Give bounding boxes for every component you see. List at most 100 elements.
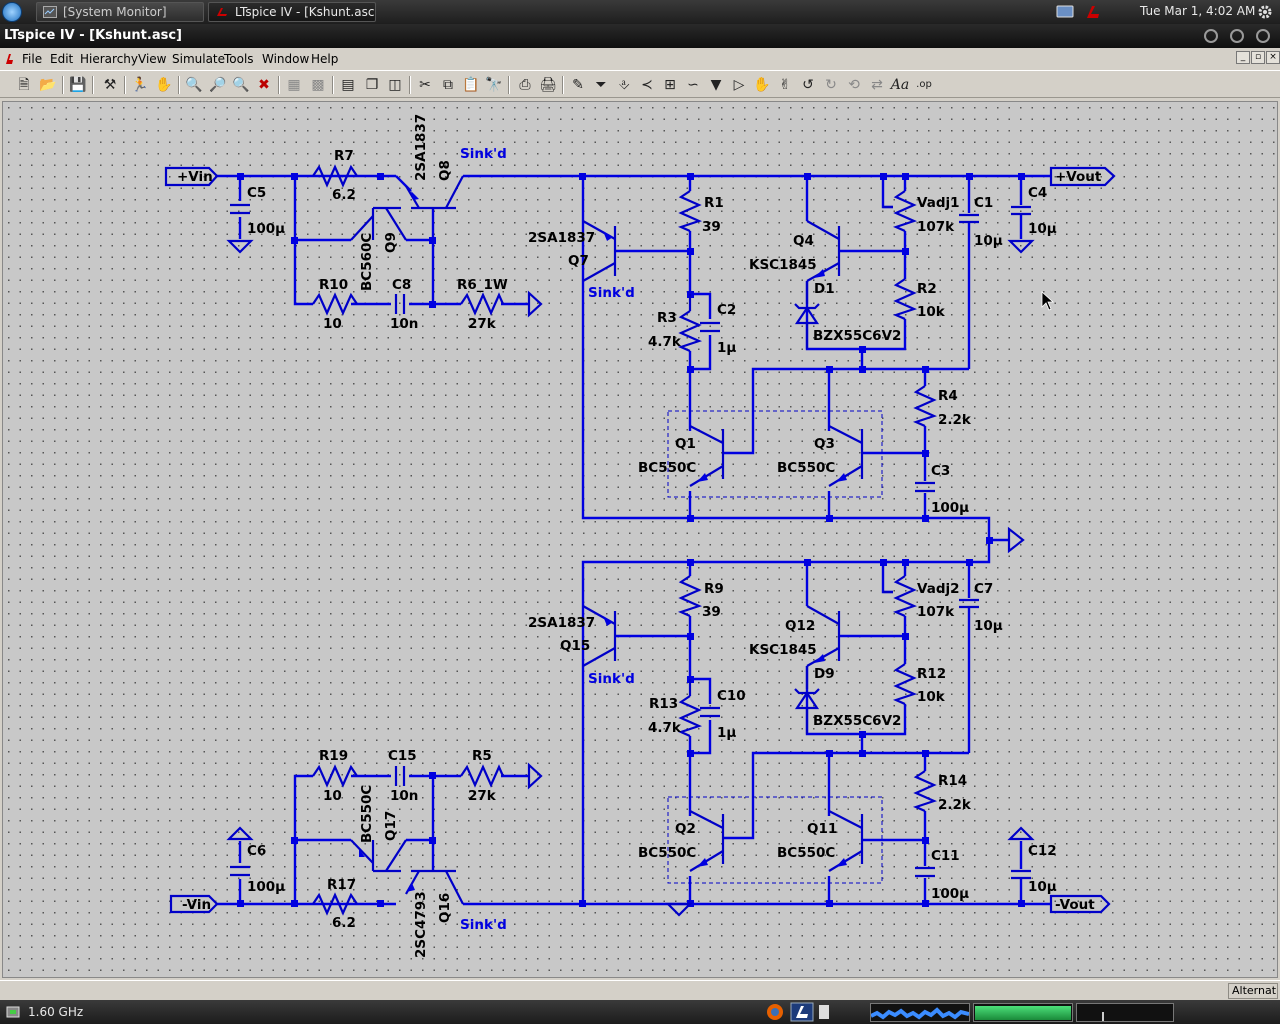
firefox-launcher-icon[interactable] — [764, 1002, 786, 1022]
cascade-icon[interactable]: ❐ — [365, 77, 379, 93]
control-panel-icon[interactable]: ⚒ — [103, 77, 117, 93]
menu-help[interactable]: Help — [311, 52, 339, 66]
rotate-icon[interactable]: ⟲ — [848, 77, 860, 93]
ground-icon[interactable]: ⏷ — [595, 77, 607, 93]
minimize-button[interactable] — [1204, 29, 1218, 43]
svg-text:39: 39 — [702, 219, 721, 235]
component-icon[interactable]: ▷ — [733, 77, 745, 93]
drag-icon[interactable]: ✌ — [779, 77, 791, 93]
schematic-drawing[interactable]: +Vin +Vout -Vin -Vout — [2, 101, 1278, 978]
mdi-minimize-button[interactable]: _ — [1236, 51, 1250, 64]
toolbar-separator — [92, 76, 94, 94]
net-flag-vin-pos[interactable]: +Vin — [164, 166, 219, 187]
svg-text:R17: R17 — [327, 877, 356, 893]
diode-icon[interactable]: ▼ — [710, 77, 722, 93]
cpu-freq-icon[interactable] — [4, 1004, 22, 1020]
new-schematic-icon[interactable]: 🗎 — [18, 77, 30, 93]
taskbar-item-ltspice[interactable]: LTspice IV - [Kshunt.asc] — [208, 2, 376, 22]
cut-icon[interactable]: ✂ — [419, 77, 431, 93]
menu-hierarchy[interactable]: Hierarchy — [80, 52, 139, 66]
distro-menu-icon[interactable] — [2, 2, 22, 22]
ltspice-launcher-icon[interactable] — [790, 1002, 814, 1022]
print-setup-icon[interactable]: ⎙ — [519, 77, 531, 93]
transistors[interactable] — [350, 175, 864, 905]
sink-label-q7: Sink'd — [588, 285, 635, 301]
taskbar-item-system-monitor[interactable]: [System Monitor] — [36, 2, 204, 22]
matched-pair-box-lower — [667, 796, 883, 884]
capacitor-icon[interactable]: ⊞ — [664, 77, 676, 93]
net-flag-vout-pos[interactable]: +Vout — [1049, 166, 1116, 187]
wire-icon[interactable]: ✎ — [572, 77, 584, 93]
svg-text:D9: D9 — [814, 666, 835, 682]
resistors[interactable] — [312, 164, 938, 916]
menu-tools[interactable]: Tools — [224, 52, 254, 66]
ltspice-icon — [217, 8, 227, 16]
inductor-icon[interactable]: ∽ — [687, 77, 699, 93]
svg-text:100µ: 100µ — [247, 221, 285, 237]
svg-text:R6_1W: R6_1W — [457, 277, 508, 293]
open-icon[interactable]: 📂 — [39, 77, 57, 93]
paste-icon[interactable]: 📋 — [462, 77, 480, 93]
svg-text:2SA1837: 2SA1837 — [528, 230, 595, 246]
halt-icon[interactable]: ✋ — [155, 77, 173, 93]
schematic-canvas[interactable]: +Vin +Vout -Vin -Vout — [2, 101, 1278, 978]
clock[interactable]: Tue Mar 1, 4:02 AM — [1140, 4, 1256, 18]
svg-text:BC550C: BC550C — [777, 460, 835, 476]
copy-icon[interactable]: ⧉ — [443, 77, 453, 93]
spice-directive-icon[interactable]: .op — [916, 79, 932, 90]
toolbar: 🗎 📂 💾 ⚒ 🏃 ✋ 🔍 🔎 🔍 ✖ ▦ ▩ ▤ ❐ ◫ ✂ ⧉ 📋 🔭 ⎙ … — [0, 70, 1280, 98]
menu-edit[interactable]: Edit — [50, 52, 74, 66]
svg-text:-Vin: -Vin — [182, 897, 211, 913]
text-icon[interactable]: Aa — [890, 77, 910, 93]
svg-text:Q1: Q1 — [675, 436, 696, 452]
maximize-button[interactable] — [1230, 29, 1244, 43]
undo-icon[interactable]: ↺ — [802, 77, 814, 93]
document-launcher-icon[interactable] — [818, 1004, 830, 1020]
save-icon[interactable]: 💾 — [69, 77, 87, 93]
capacitors[interactable] — [230, 203, 1031, 880]
svg-text:Q9: Q9 — [383, 232, 399, 253]
run-icon[interactable]: 🏃 — [131, 77, 149, 93]
svg-text:4.7k: 4.7k — [648, 720, 682, 736]
tile-vertical-icon[interactable]: ◫ — [388, 77, 402, 93]
menu-view[interactable]: View — [138, 52, 167, 66]
mdi-close-button[interactable]: × — [1266, 51, 1280, 64]
ltspice-tray-icon[interactable] — [1084, 3, 1102, 21]
svg-text:C3: C3 — [931, 463, 950, 479]
zoom-out-icon[interactable]: 🔍 — [232, 77, 250, 93]
app-menu-icon[interactable] — [4, 52, 14, 66]
menu-window[interactable]: Window — [262, 52, 310, 66]
redo-icon[interactable]: ↻ — [825, 77, 837, 93]
zener-diodes[interactable] — [794, 281, 820, 734]
svg-text:R13: R13 — [649, 696, 678, 712]
menu-file[interactable]: File — [22, 52, 43, 66]
find-icon[interactable]: 🔭 — [485, 77, 503, 93]
move-icon[interactable]: ✋ — [753, 77, 771, 93]
display-tray-icon[interactable] — [1056, 3, 1074, 21]
net-flag-vin-neg[interactable]: -Vin — [169, 894, 219, 914]
close-button[interactable] — [1256, 29, 1270, 43]
svg-text:C5: C5 — [247, 185, 266, 201]
autorange-icon[interactable]: ▦ — [287, 77, 301, 93]
label-net-icon[interactable]: ⎀ — [618, 77, 630, 93]
toolbar-separator — [62, 76, 64, 94]
zoom-cancel-icon[interactable]: ✖ — [258, 77, 270, 93]
svg-text:1µ: 1µ — [717, 725, 736, 741]
menu-simulate[interactable]: Simulate — [172, 52, 226, 66]
svg-text:2SA1837: 2SA1837 — [528, 615, 595, 631]
svg-text:Q4: Q4 — [793, 233, 814, 249]
net-flag-vout-neg[interactable]: -Vout — [1049, 894, 1111, 914]
print-icon[interactable]: 🖨 — [539, 77, 557, 93]
mdi-restore-button[interactable]: ▫ — [1251, 51, 1265, 64]
svg-text:Q2: Q2 — [675, 821, 696, 837]
svg-text:C1: C1 — [974, 195, 993, 211]
zoom-fit-icon[interactable]: 🔎 — [209, 77, 227, 93]
toolbar-separator — [278, 76, 280, 94]
tile-horizontal-icon[interactable]: ▤ — [341, 77, 355, 93]
grid-icon[interactable]: ▩ — [311, 77, 325, 93]
resistor-icon[interactable]: ≺ — [641, 77, 653, 93]
settings-gear-icon[interactable] — [1256, 3, 1274, 21]
zoom-in-icon[interactable]: 🔍 — [185, 77, 203, 93]
svg-text:BC550C: BC550C — [359, 785, 375, 843]
mirror-icon[interactable]: ⇄ — [871, 77, 883, 93]
